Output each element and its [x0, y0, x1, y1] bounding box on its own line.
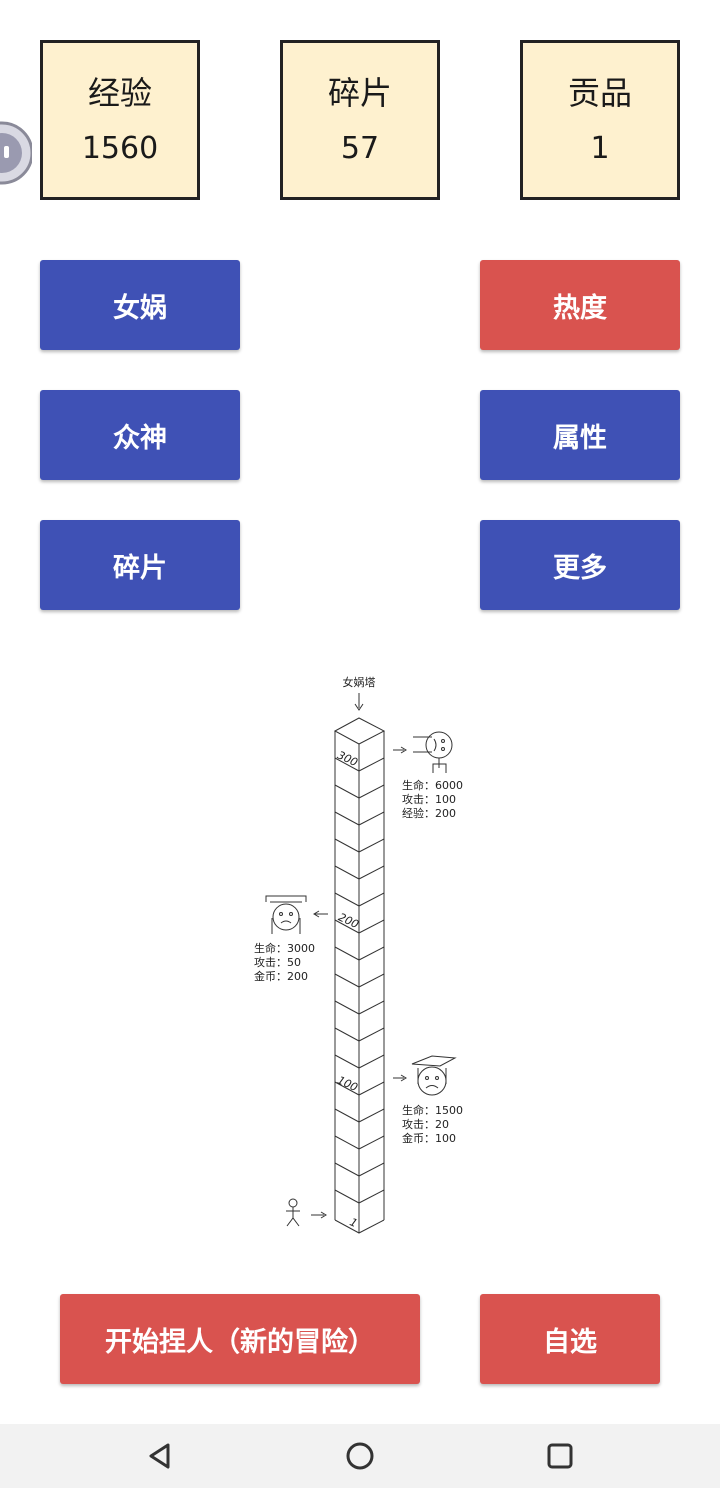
floor-mark-100: 100 — [335, 1073, 360, 1094]
home-icon[interactable] — [320, 1424, 400, 1488]
boss-mid-stat: 金币：200 — [254, 969, 308, 983]
system-nav-bar — [0, 1424, 720, 1488]
boss-low-stat: 生命：1500 — [402, 1103, 463, 1117]
tower-floor-lines — [334, 757, 385, 1204]
attributes-button[interactable]: 属性 — [480, 390, 680, 480]
floor-mark-1: 1 — [348, 1215, 360, 1230]
more-button[interactable]: 更多 — [480, 520, 680, 610]
stat-value: 1560 — [81, 131, 159, 166]
start-adventure-button[interactable]: 开始捏人（新的冒险） — [60, 1294, 420, 1384]
nuwa-button[interactable]: 女娲 — [40, 260, 240, 350]
stat-value: 57 — [340, 131, 380, 166]
stat-card-tribute: 贡品 1 — [520, 40, 680, 200]
boss-top-icon — [393, 731, 453, 773]
tower-title: 女娲塔 — [343, 675, 376, 689]
floor-mark-200: 200 — [336, 910, 361, 931]
nuwa-tower-illustration: 女娲塔 300 — [0, 640, 720, 1260]
stat-label: 贡品 — [567, 74, 632, 112]
stat-card-fragments: 碎片 57 — [280, 40, 440, 200]
stick-figure-icon — [286, 1198, 327, 1227]
fragments-button[interactable]: 碎片 — [40, 520, 240, 610]
floor-mark-300: 300 — [335, 748, 360, 769]
boss-low-stat: 金币：100 — [402, 1131, 456, 1145]
stat-card-exp: 经验 1560 — [40, 40, 200, 200]
custom-select-button[interactable]: 自选 — [480, 1294, 660, 1384]
boss-top-stat: 攻击：100 — [402, 792, 456, 806]
boss-low-stat: 攻击：20 — [402, 1117, 449, 1131]
float-ball-icon[interactable] — [0, 120, 34, 186]
stat-label: 经验 — [87, 74, 152, 112]
boss-mid-icon — [265, 895, 328, 934]
boss-top-stat: 生命：6000 — [402, 778, 463, 792]
stat-value: 1 — [590, 131, 610, 166]
gods-button[interactable]: 众神 — [40, 390, 240, 480]
boss-low-icon — [393, 1055, 457, 1096]
heat-button[interactable]: 热度 — [480, 260, 680, 350]
back-icon[interactable] — [120, 1424, 200, 1488]
stat-label: 碎片 — [327, 74, 392, 112]
boss-mid-stat: 生命：3000 — [254, 941, 315, 955]
boss-top-stat: 经验：200 — [402, 806, 456, 820]
boss-mid-stat: 攻击：50 — [254, 955, 301, 969]
recents-icon[interactable] — [520, 1424, 600, 1488]
